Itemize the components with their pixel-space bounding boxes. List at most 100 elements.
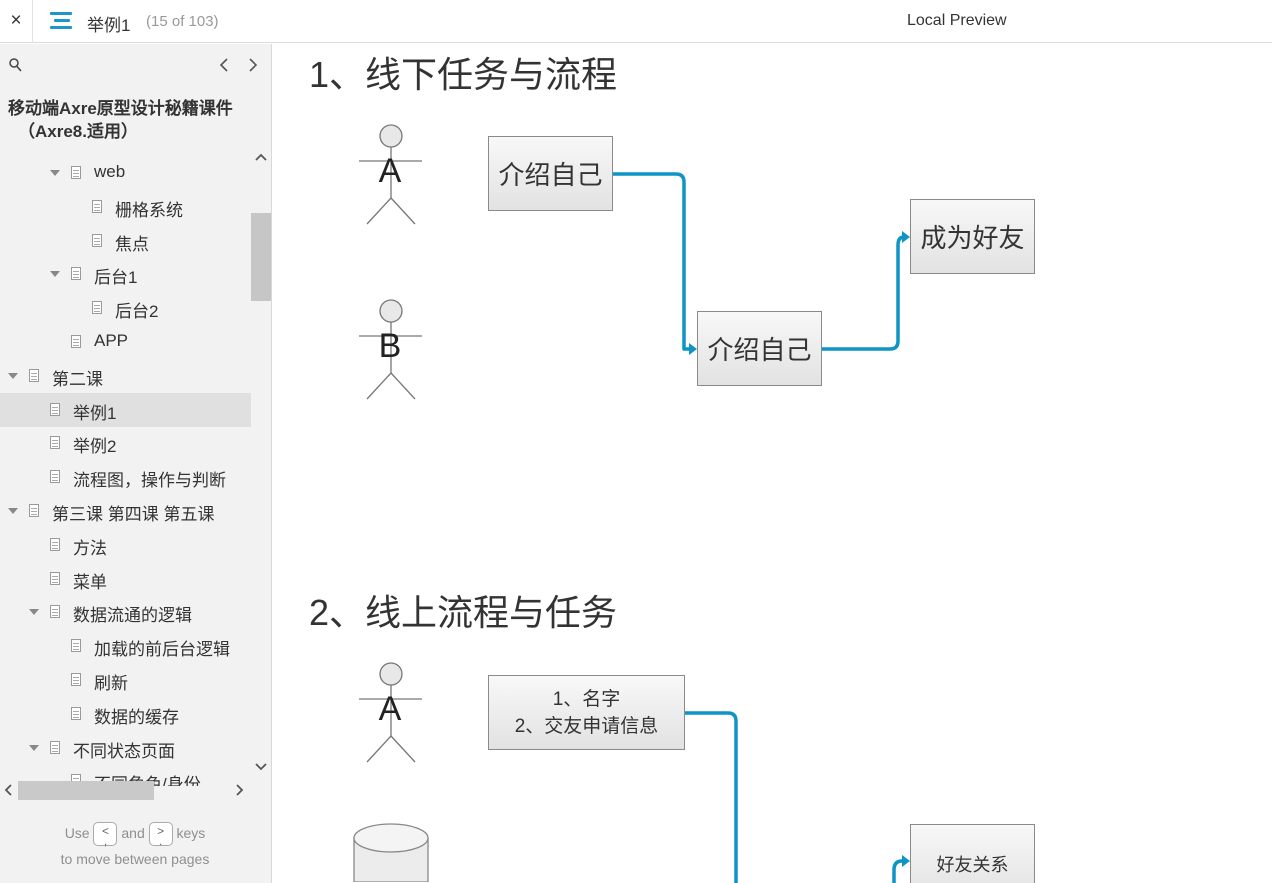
tree-item-label: 举例1	[73, 403, 117, 423]
tree-item[interactable]: 焦点	[0, 224, 251, 258]
sidebar-vertical-scrollbar[interactable]	[251, 144, 271, 784]
next-key-icon: > .	[148, 822, 173, 847]
project-title: 移动端Axre原型设计秘籍课件 （Axre8.适用）	[8, 97, 248, 143]
page-icon	[50, 571, 60, 585]
tree-item[interactable]: 举例1	[0, 392, 251, 427]
tree-item[interactable]: 方法	[0, 528, 251, 562]
tree-item[interactable]: web	[0, 156, 251, 190]
tree-item[interactable]: 后台2	[0, 291, 251, 325]
tree-item-label: 栅格系统	[115, 200, 183, 220]
scroll-up-chevron-icon[interactable]	[255, 152, 267, 162]
sitemap-menu-icon[interactable]	[50, 11, 72, 31]
page-icon	[71, 267, 81, 281]
hint-and: and	[121, 825, 145, 841]
tree-item[interactable]: 举例2	[0, 426, 251, 460]
tree-item[interactable]: 加载的前后台逻辑	[0, 629, 251, 663]
project-title-line2: （Axre8.适用）	[18, 122, 138, 141]
tree-item[interactable]: 数据流通的逻辑	[0, 595, 251, 629]
tree-item[interactable]: 后台1	[0, 257, 251, 291]
page-icon	[50, 537, 60, 551]
tree-item-label: 后台2	[115, 302, 159, 322]
box-label: 介绍自己	[498, 160, 603, 190]
tree-item-label: 数据的缓存	[94, 707, 179, 727]
tree-item-label: 数据流通的逻辑	[73, 606, 192, 626]
actor-label: A	[378, 690, 402, 728]
tree-item-label: 流程图，操作与判断	[73, 471, 226, 491]
page-icon	[29, 368, 39, 382]
tree-item[interactable]: 不同角色/身份	[0, 764, 251, 786]
project-title-line1: 移动端Axre原型设计秘籍课件	[8, 99, 233, 118]
tree-item[interactable]: 刷新	[0, 663, 251, 697]
scroll-down-chevron-icon[interactable]	[255, 762, 267, 772]
connector-to-relation	[892, 859, 904, 883]
search-icon[interactable]	[9, 58, 22, 72]
box-label: 成为好友	[920, 223, 1025, 253]
page-icon	[92, 199, 102, 213]
previous-page-chevron-icon[interactable]	[216, 56, 232, 74]
page-icon	[71, 673, 81, 686]
expand-caret-icon[interactable]	[50, 271, 60, 278]
expand-caret-icon[interactable]	[8, 508, 18, 514]
tree-item[interactable]: 栅格系统	[0, 190, 251, 224]
page-icon	[71, 639, 81, 653]
arrowhead-icon	[902, 855, 910, 867]
tree-item-label: 不同状态页面	[73, 741, 175, 761]
flow-connectors	[611, 172, 910, 883]
sidebar-horizontal-scrollbar[interactable]	[0, 780, 251, 802]
tree-item[interactable]: 流程图，操作与判断	[0, 460, 251, 494]
tree-item[interactable]: 数据的缓存	[0, 697, 251, 731]
scroll-left-chevron-icon[interactable]	[3, 784, 13, 796]
hint-keys: keys	[176, 825, 206, 841]
expand-caret-icon[interactable]	[8, 372, 18, 379]
prototype-canvas: 1、线下任务与流程 2、线上流程与任务 A B	[272, 44, 1272, 883]
page-icon	[50, 402, 60, 416]
keyboard-navigation-hint: Use < , and > . keys to move between pag…	[0, 820, 270, 872]
tree-item-label: 菜单	[73, 572, 107, 592]
prev-key-icon: < ,	[93, 822, 118, 847]
tree-item[interactable]: 第二课	[0, 359, 251, 393]
tree-item-label: 加载的前后台逻辑	[94, 640, 230, 660]
stick-figure-icon	[359, 662, 422, 763]
preview-title: Local Preview	[907, 12, 1007, 29]
actor-label: B	[378, 327, 402, 365]
scroll-right-chevron-icon[interactable]	[235, 784, 245, 796]
actor-a-online: A	[358, 662, 422, 766]
page-icon	[50, 470, 60, 484]
connector-intro2-to-friends	[820, 235, 906, 351]
page-count: (15 of 103)	[146, 13, 219, 30]
box-friend-request-info[interactable]: 1、名字 2、交友申请信息	[488, 675, 685, 750]
horizontal-scroll-thumb[interactable]	[18, 781, 154, 800]
tree-item[interactable]: APP	[0, 325, 251, 359]
tree-item-label: 第二课	[52, 369, 103, 389]
tree-item-label: APP	[94, 331, 129, 350]
box-friend-relation[interactable]: 好友关系	[910, 824, 1035, 883]
stick-figure-icon	[359, 299, 422, 400]
expand-caret-icon[interactable]	[29, 609, 39, 616]
connector-intro1-to-intro2	[611, 172, 692, 351]
tree-item-label: web	[94, 162, 126, 181]
sitemap-sidebar: 移动端Axre原型设计秘籍课件 （Axre8.适用） web 栅格系统焦点后台1 后…	[0, 44, 272, 883]
tree-item-label: 焦点	[115, 234, 149, 254]
actor-b: B	[358, 299, 422, 403]
tree-item[interactable]: 菜单	[0, 562, 251, 596]
expand-caret-icon[interactable]	[29, 744, 39, 751]
box-introduce-self-1[interactable]: 介绍自己	[488, 136, 613, 211]
section-heading-offline: 1、线下任务与流程	[309, 54, 618, 95]
box-become-friends[interactable]: 成为好友	[910, 199, 1035, 274]
close-sidebar-button[interactable]: ×	[0, 0, 33, 43]
box-label: 1、名字 2、交友申请信息	[514, 688, 659, 737]
tree-item[interactable]: 第三课 第四课 第五课	[0, 494, 251, 528]
arrowhead-icon	[902, 231, 910, 243]
tree-item-label: 刷新	[94, 674, 128, 693]
tree-item[interactable]: 不同状态页面	[0, 731, 251, 765]
page-icon	[71, 774, 81, 786]
top-bar: × 举例1 (15 of 103) Local Preview	[0, 0, 1272, 43]
next-page-chevron-icon[interactable]	[245, 56, 261, 74]
page-icon	[29, 504, 39, 517]
expand-caret-icon[interactable]	[50, 170, 60, 176]
arrowhead-icon	[689, 343, 697, 355]
vertical-scroll-thumb[interactable]	[251, 213, 271, 301]
box-introduce-self-2[interactable]: 介绍自己	[697, 311, 822, 386]
database-icon	[353, 823, 429, 882]
